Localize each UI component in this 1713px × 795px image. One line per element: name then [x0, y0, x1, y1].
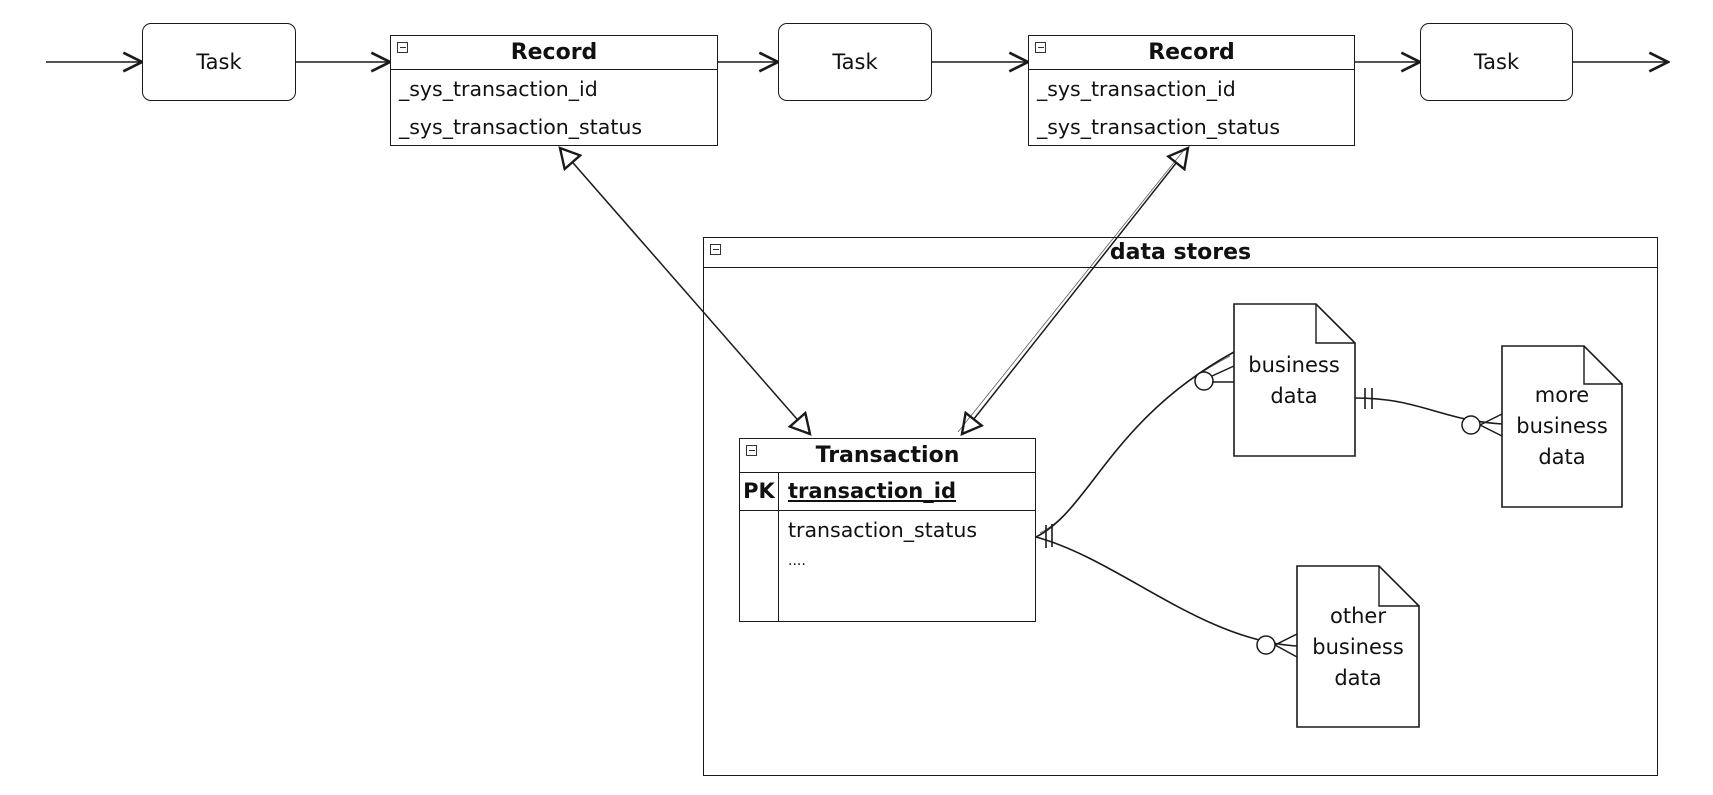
business-more-data-relation: [1354, 397, 1503, 425]
other-business-data-fold: [1378, 566, 1419, 607]
task-box-3[interactable]: Task: [1420, 23, 1573, 101]
one-mandatory-mark-business-data: [1364, 388, 1373, 409]
task-label: Task: [1473, 50, 1520, 74]
transaction-header: Transaction: [740, 439, 1035, 473]
collapse-icon[interactable]: [710, 244, 721, 255]
container-title: data stores: [704, 238, 1657, 268]
record-entity-2[interactable]: Record _sys_transaction_id _sys_transact…: [1028, 35, 1355, 146]
more-business-data-label: more business data: [1516, 383, 1608, 469]
transaction-entity[interactable]: Transaction PK transaction_id transactio…: [739, 438, 1036, 622]
collapse-icon[interactable]: [746, 445, 757, 456]
record2-transaction-link-sketch: [957, 149, 1185, 433]
record-entity-1[interactable]: Record _sys_transaction_id _sys_transact…: [390, 35, 718, 146]
record2-transaction-link: [962, 148, 1188, 434]
transaction-fields: PK transaction_id transaction_status ...…: [740, 472, 1035, 621]
one-mandatory-mark-transaction: [1045, 524, 1053, 548]
record-title: Record: [1148, 40, 1235, 65]
record-header: Record: [391, 36, 717, 70]
business-data-fold: [1315, 304, 1355, 344]
collapse-icon[interactable]: [397, 42, 408, 53]
task-box-1[interactable]: Task: [142, 23, 296, 101]
pk-label: PK: [743, 479, 775, 503]
task-label: Task: [832, 50, 878, 74]
attribute-row: transaction_status: [740, 511, 1035, 549]
pk-row: PK transaction_id: [740, 472, 1035, 510]
record-field: _sys_transaction_status: [1037, 115, 1281, 139]
zero-many-mark-other-business-data: [1256, 633, 1298, 658]
record-title: Record: [510, 40, 598, 65]
task-label: Task: [196, 50, 242, 74]
zero-many-mark-business-data: [1194, 365, 1235, 391]
record-field: _sys_transaction_id: [1037, 77, 1236, 101]
task-box-2[interactable]: Task: [778, 23, 932, 101]
other-business-data-label: other business data: [1312, 604, 1404, 690]
attribute-row: ....: [740, 546, 1035, 576]
transaction-title: Transaction: [815, 443, 960, 468]
pk-field: transaction_id: [788, 479, 956, 503]
container-title-text: data stores: [1109, 240, 1252, 265]
more-business-data-shape: [1501, 345, 1623, 508]
business-data-label: business data: [1248, 353, 1340, 408]
record-field: _sys_transaction_id: [399, 77, 598, 101]
record1-transaction-link: [560, 148, 810, 434]
transaction-business-data-relation-sketch: [1039, 355, 1231, 534]
more-business-data-fold: [1583, 346, 1622, 385]
business-data-shape: [1233, 303, 1356, 457]
attribute-field: transaction_status: [788, 518, 978, 542]
record-field: _sys_transaction_status: [399, 115, 643, 139]
collapse-icon[interactable]: [1035, 42, 1046, 53]
record-header: Record: [1029, 36, 1354, 70]
pk-row-divider: [740, 510, 1035, 511]
pk-column-divider: [778, 472, 779, 621]
data-stores-container[interactable]: data stores: [703, 237, 1658, 776]
attribute-field: ....: [788, 553, 806, 569]
zero-many-mark-more-business-data: [1461, 413, 1503, 437]
